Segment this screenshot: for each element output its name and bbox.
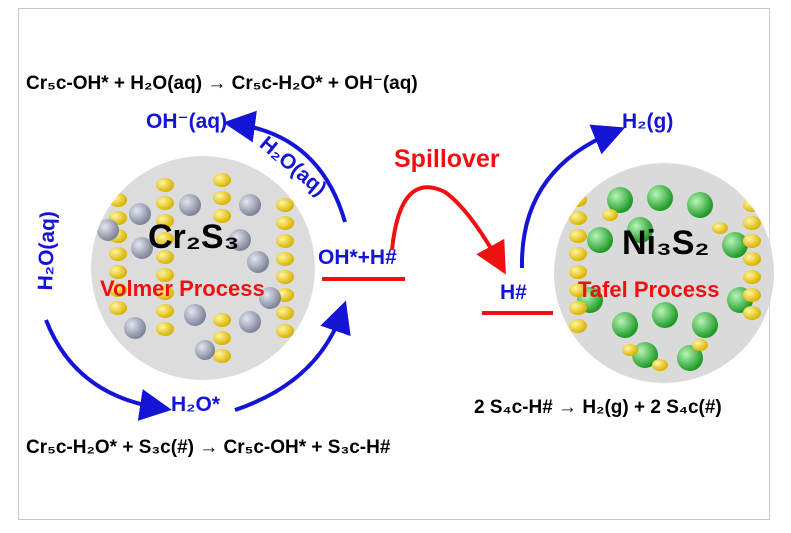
nickel-atoms <box>577 185 753 371</box>
h2-g-label: H₂(g) <box>622 110 674 133</box>
h-hash-label: H# <box>500 281 527 304</box>
sulfur-chain <box>109 193 127 315</box>
sulfur-chain <box>602 209 728 371</box>
arrow-oh-star-to-oh-minus <box>223 110 347 223</box>
h2o-star-label: H₂O* <box>171 393 221 416</box>
volmer-process-label: Volmer Process <box>100 276 265 301</box>
equation-bottom-left: Cr₅c-H₂O* + S₃c(#) → Cr₅c-OH* + S₃c-H# <box>26 437 391 458</box>
sulfur-chain <box>743 198 761 320</box>
tafel-process-label: Tafel Process <box>578 277 720 302</box>
oh-minus-aq-label: OH⁻(aq) <box>146 110 228 133</box>
cr2s3-sphere <box>85 150 321 386</box>
arrow-h2o-to-h2o-star <box>44 319 172 421</box>
cr2s3-label: Cr₂S₃ <box>148 218 240 256</box>
chromium-atoms <box>97 194 281 360</box>
sulfur-chain <box>276 198 294 338</box>
oh-star-h-label: OH*+H# <box>318 246 397 269</box>
equation-bottom-right: 2 S₄c-H# → H₂(g) + 2 S₄c(#) <box>474 397 722 418</box>
equation-top: Cr₅c-OH* + H₂O(aq) → Cr₅c-H₂O* + OH⁻(aq) <box>26 73 418 94</box>
ni3s2-sphere <box>548 157 780 389</box>
spillover-arrow <box>390 185 506 275</box>
h2o-aq-left-label: H₂O(aq) <box>34 210 60 291</box>
sulfur-chain <box>213 173 231 363</box>
arrow-h-hash-to-h2 <box>519 124 626 269</box>
sulfur-chain <box>156 178 174 336</box>
arrow-h2o-star-to-oh-star <box>234 300 351 412</box>
ni3s2-label: Ni₃S₂ <box>622 224 710 262</box>
spillover-label: Spillover <box>394 145 500 173</box>
